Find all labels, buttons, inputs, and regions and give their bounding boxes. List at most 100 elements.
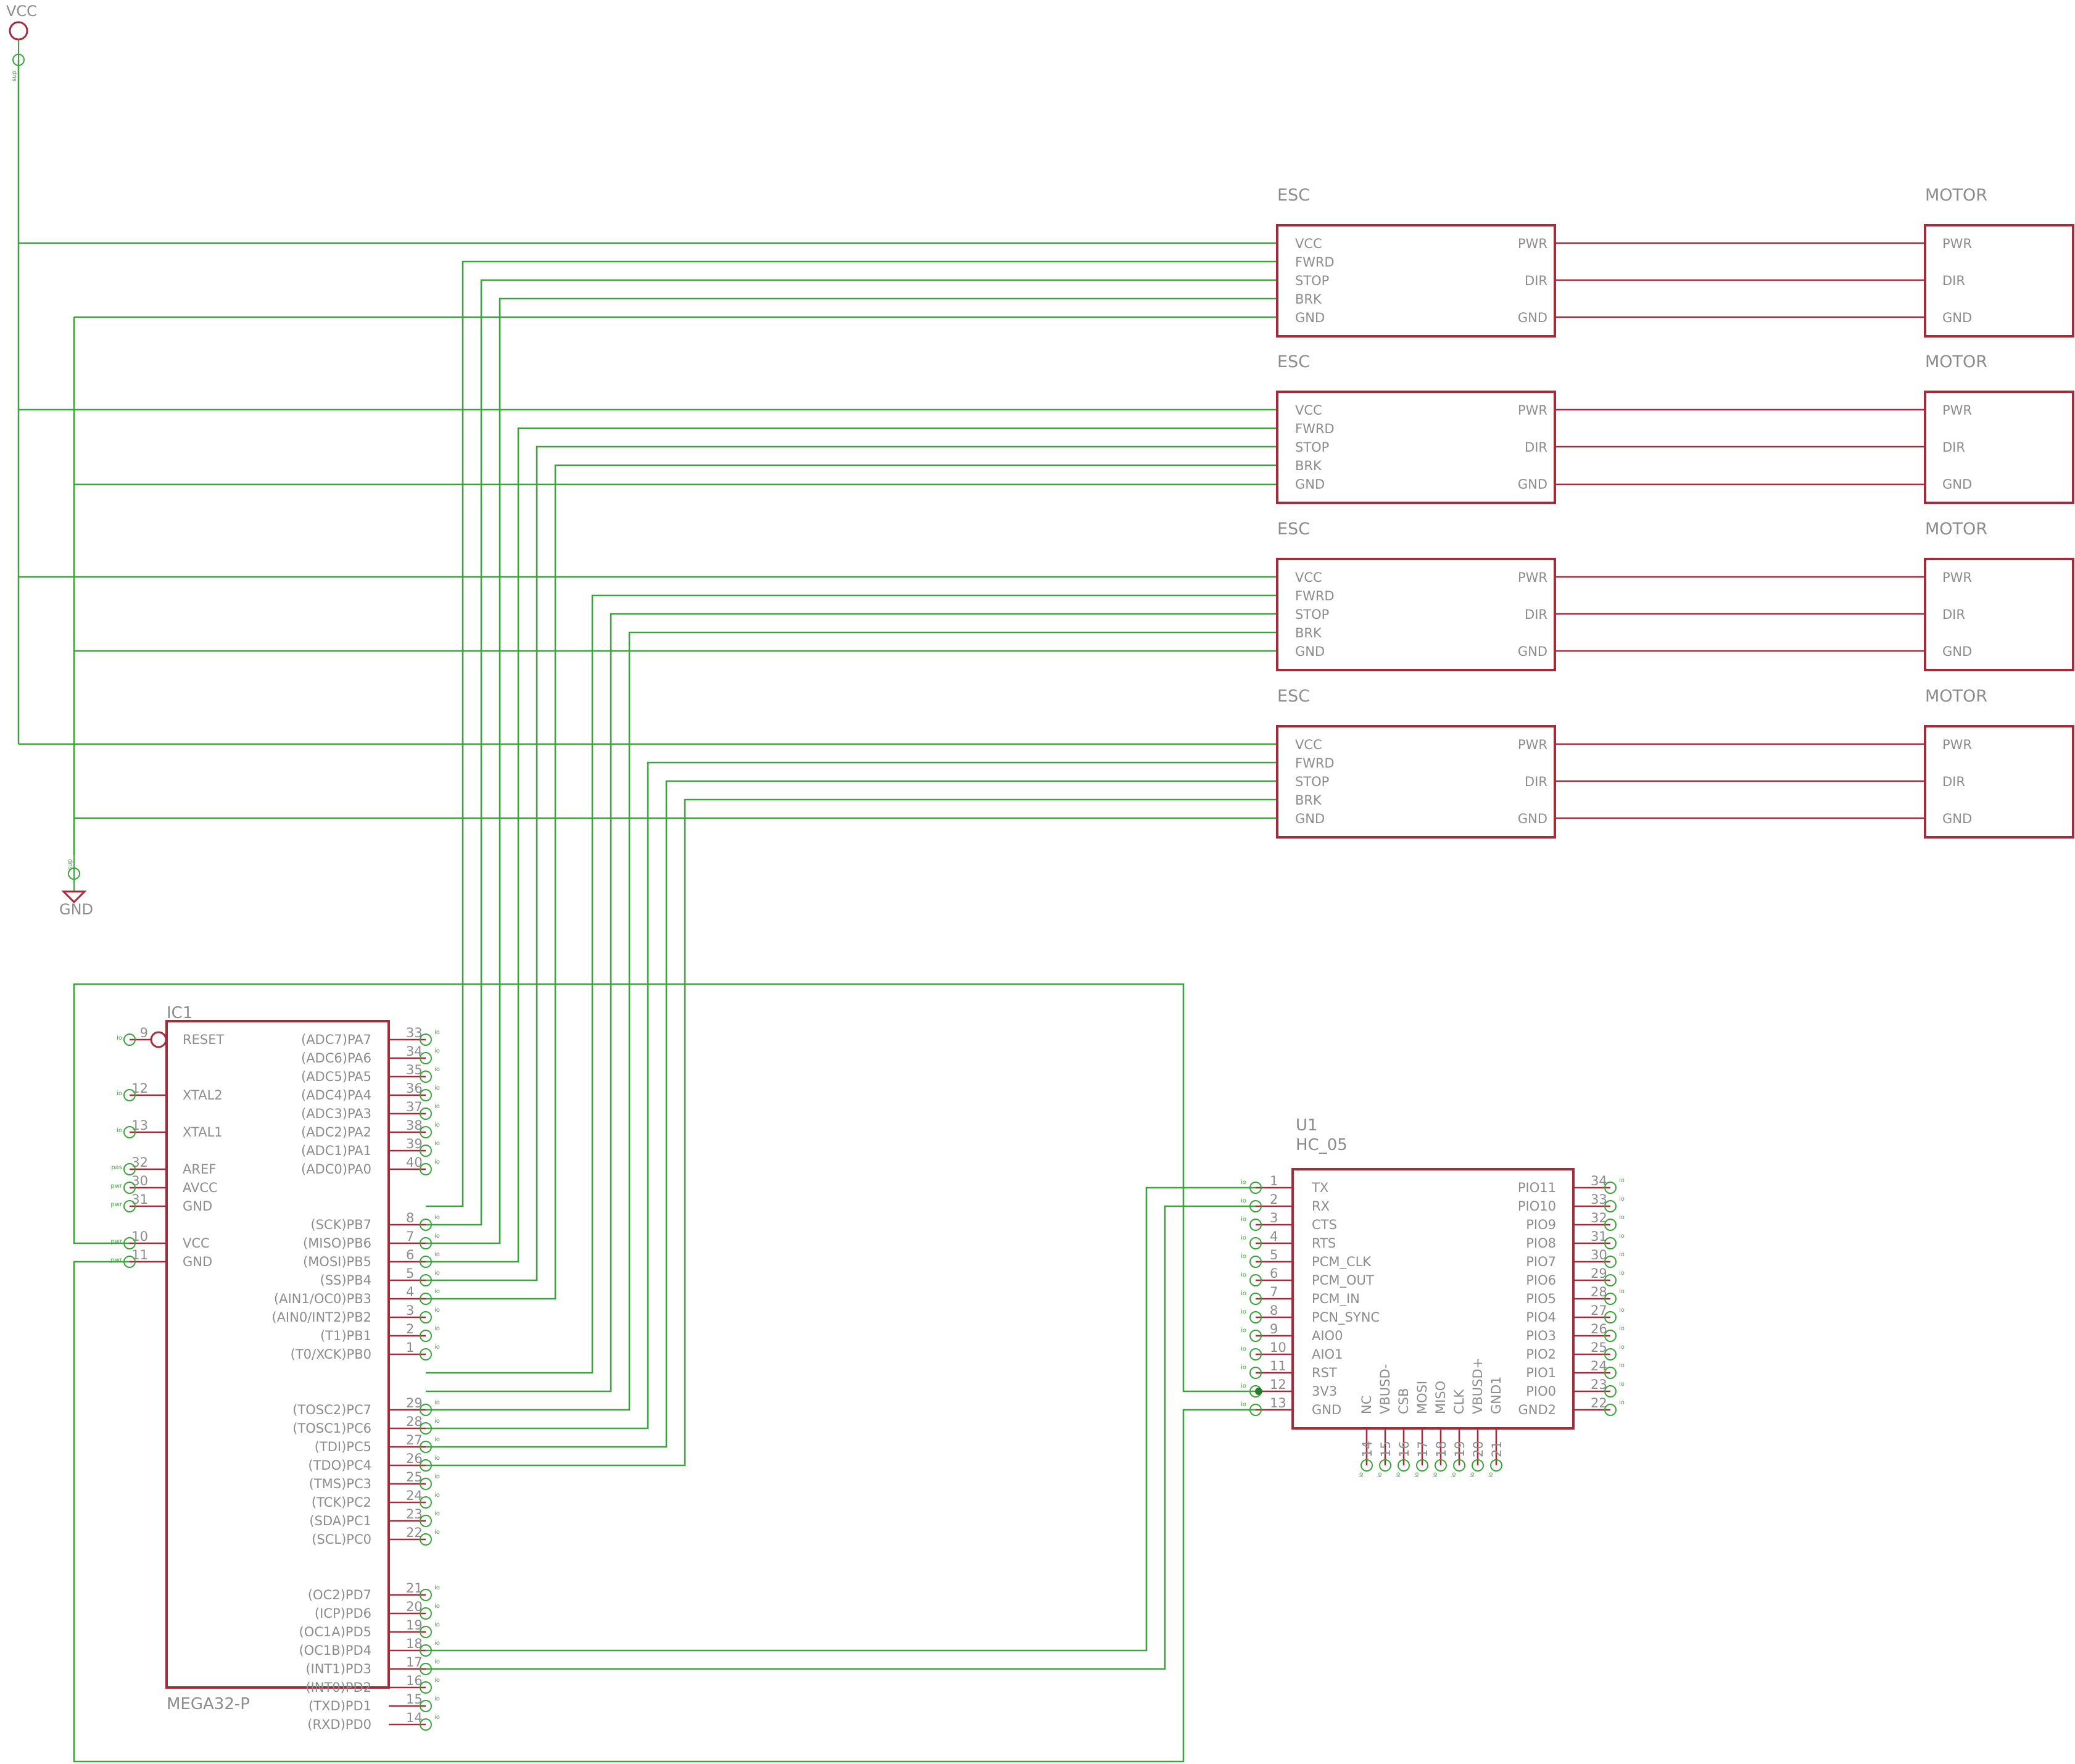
bt-pin-terminal[interactable] <box>1249 1367 1262 1379</box>
mcu-pin-terminal[interactable] <box>420 1274 432 1286</box>
bt-pin-terminal[interactable] <box>1604 1256 1617 1268</box>
mcu-pin-number: 18 <box>406 1636 423 1651</box>
motor-body[interactable] <box>1924 725 2074 839</box>
mcu-pin-terminal[interactable] <box>420 1219 432 1231</box>
mcu-pin-number: 32 <box>131 1155 148 1170</box>
mcu-pin-terminal[interactable] <box>420 1496 432 1509</box>
mcu-pin-terminal[interactable] <box>420 1145 432 1157</box>
bt-pin-terminal[interactable] <box>1604 1385 1617 1398</box>
bt-pin-terminal[interactable] <box>1490 1459 1502 1472</box>
gnd-symbol <box>61 890 87 904</box>
bt-pin-terminal[interactable] <box>1604 1293 1617 1305</box>
mcu-pin-terminal[interactable] <box>420 1515 432 1527</box>
mcu-pin-terminal[interactable] <box>420 1607 432 1620</box>
bt-pin-number: 34 <box>1591 1174 1607 1188</box>
mcu-pin-terminal[interactable] <box>420 1644 432 1657</box>
vcc-pin[interactable] <box>12 54 25 66</box>
bt-pin-terminal[interactable] <box>1361 1459 1373 1472</box>
bt-pin-terminal[interactable] <box>1249 1182 1262 1194</box>
mcu-pin-terminal[interactable] <box>420 1589 432 1601</box>
mcu-pin-terminal[interactable] <box>420 1663 432 1675</box>
mcu-pin-terminal[interactable] <box>420 1126 432 1138</box>
bt-pin-terminal[interactable] <box>1416 1459 1428 1472</box>
bt-pin-label: PIO0 <box>1526 1384 1556 1399</box>
esc-pin-label: DIR <box>1525 440 1547 455</box>
mcu-pin-terminal[interactable] <box>420 1293 432 1305</box>
bt-pin-terminal[interactable] <box>1604 1182 1617 1194</box>
mcu-pin-terminal[interactable] <box>420 1089 432 1101</box>
bt-pin-terminal[interactable] <box>1472 1459 1484 1472</box>
bt-pin-terminal[interactable] <box>1249 1330 1262 1342</box>
bt-pin-terminal[interactable] <box>1604 1274 1617 1286</box>
bt-pin-terminal[interactable] <box>1249 1348 1262 1360</box>
mcu-pin-number: 13 <box>131 1118 148 1133</box>
bt-pin-terminal[interactable] <box>1249 1293 1262 1305</box>
bt-pin-terminal[interactable] <box>1379 1459 1391 1472</box>
motor-body[interactable] <box>1924 224 2074 337</box>
bt-pin-terminal[interactable] <box>1604 1348 1617 1360</box>
esc-body[interactable] <box>1276 224 1556 337</box>
bt-pin-terminal[interactable] <box>1398 1459 1410 1472</box>
mcu-pin-terminal[interactable] <box>420 1681 432 1694</box>
bt-pin-terminal[interactable] <box>1604 1330 1617 1342</box>
mcu-pin-terminal[interactable] <box>123 1256 136 1268</box>
bt-pin-terminal[interactable] <box>1453 1459 1465 1472</box>
mcu-pin-label: (AIN1/OC0)PB3 <box>274 1291 371 1306</box>
mcu-pin-terminal[interactable] <box>123 1200 136 1212</box>
mcu-pin-terminal[interactable] <box>420 1348 432 1360</box>
mcu-pin-number: 37 <box>406 1099 423 1114</box>
bt-pin-label: VBUSD- <box>1378 1364 1393 1414</box>
esc-body[interactable] <box>1276 558 1556 671</box>
mcu-pin-terminal[interactable] <box>420 1718 432 1731</box>
bt-pin-terminal[interactable] <box>1604 1219 1617 1231</box>
mcu-pin-terminal[interactable] <box>420 1256 432 1268</box>
mcu-pin-terminal[interactable] <box>123 1163 136 1175</box>
mcu-pin-terminal[interactable] <box>123 1237 136 1249</box>
mcu-pin-terminal[interactable] <box>420 1311 432 1323</box>
mcu-pin-terminal[interactable] <box>420 1700 432 1712</box>
bt-pin-terminal[interactable] <box>1249 1237 1262 1249</box>
bt-pin-terminal[interactable] <box>1604 1311 1617 1323</box>
mcu-pin-label: (ADC3)PA3 <box>301 1106 371 1121</box>
mcu-pin-type: io <box>434 1159 440 1166</box>
mcu-pin-terminal[interactable] <box>420 1070 432 1083</box>
mcu-pin-type: io <box>434 1640 440 1647</box>
bt-pin-terminal[interactable] <box>1249 1274 1262 1286</box>
esc-body[interactable] <box>1276 391 1556 504</box>
bt-pin-label: GND <box>1312 1402 1341 1417</box>
mcu-pin-terminal[interactable] <box>123 1089 136 1101</box>
bt-pin-label: NC <box>1359 1396 1374 1414</box>
motor-body[interactable] <box>1924 391 2074 504</box>
bt-pin-number: 23 <box>1591 1377 1607 1392</box>
bt-pin-terminal[interactable] <box>1249 1256 1262 1268</box>
bt-pin-terminal[interactable] <box>1604 1237 1617 1249</box>
mcu-pin-number: 4 <box>406 1285 414 1299</box>
mcu-pin-terminal[interactable] <box>123 1126 136 1138</box>
mcu-pin-terminal[interactable] <box>420 1422 432 1435</box>
bt-pin-terminal[interactable] <box>1249 1311 1262 1323</box>
bt-pin-terminal[interactable] <box>1249 1219 1262 1231</box>
mcu-pin-terminal[interactable] <box>123 1182 136 1194</box>
bt-pin-terminal[interactable] <box>1604 1200 1617 1212</box>
mcu-pin-terminal[interactable] <box>420 1478 432 1490</box>
mcu-pin-terminal[interactable] <box>420 1404 432 1416</box>
bt-pin-terminal[interactable] <box>1435 1459 1447 1472</box>
mcu-pin-terminal[interactable] <box>420 1459 432 1472</box>
mcu-pin-terminal[interactable] <box>420 1052 432 1064</box>
mcu-pin-terminal[interactable] <box>420 1033 432 1046</box>
mcu-pin-type: io <box>117 1035 122 1041</box>
motor-body[interactable] <box>1924 558 2074 671</box>
bt-pin-terminal[interactable] <box>1249 1404 1262 1416</box>
bt-pin-terminal[interactable] <box>1604 1404 1617 1416</box>
mcu-pin-terminal[interactable] <box>420 1626 432 1638</box>
mcu-pin-terminal[interactable] <box>420 1108 432 1120</box>
mcu-pin-terminal[interactable] <box>123 1033 136 1046</box>
mcu-pin-terminal[interactable] <box>420 1441 432 1453</box>
esc-body[interactable] <box>1276 725 1556 839</box>
mcu-pin-terminal[interactable] <box>420 1533 432 1546</box>
mcu-pin-terminal[interactable] <box>420 1330 432 1342</box>
bt-pin-terminal[interactable] <box>1249 1200 1262 1212</box>
mcu-pin-terminal[interactable] <box>420 1237 432 1249</box>
bt-pin-terminal[interactable] <box>1604 1367 1617 1379</box>
mcu-pin-terminal[interactable] <box>420 1163 432 1175</box>
